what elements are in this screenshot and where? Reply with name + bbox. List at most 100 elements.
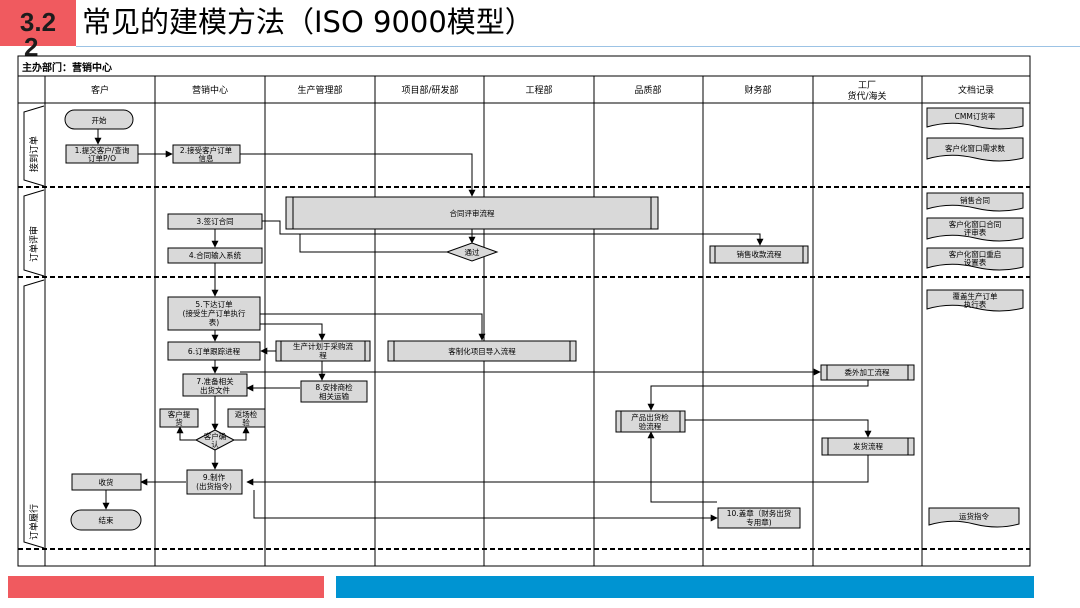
start-terminator: 开始: [64, 109, 134, 130]
svg-text:销售收款流程: 销售收款流程: [737, 249, 782, 259]
svg-text:覆盖生产订单: 覆盖生产订单: [953, 291, 998, 301]
column-header-finance: 财务部: [744, 84, 771, 96]
footer-accent-blue: [336, 576, 1034, 598]
svg-text:程: 程: [319, 351, 327, 360]
doc-restart-settings-form: 客户化窗口重启 设置表: [926, 247, 1024, 271]
svg-text:货: 货: [175, 417, 183, 427]
customer-pickup-box: 客户提 货: [159, 408, 199, 428]
svg-text:4.合同输入系统: 4.合同输入系统: [189, 250, 242, 260]
step-1-submit-order: 1.提交客户/查询 订单P/O: [65, 144, 139, 164]
svg-text:出货文件: 出货文件: [200, 385, 230, 395]
end-terminator: 结束: [70, 509, 142, 531]
step-5-issue-order: 5.下达订单 (接受生产订单执行 表): [167, 296, 261, 331]
svg-text:(出货指令): (出货指令): [196, 481, 232, 491]
svg-text:客户化窗口合同: 客户化窗口合同: [949, 219, 1002, 229]
column-header-customer: 客户: [91, 84, 109, 96]
svg-text:表): 表): [209, 317, 219, 327]
svg-text:10.盖章（财务出货: 10.盖章（财务出货: [727, 508, 792, 518]
step-4-enter-contract: 4.合同输入系统: [167, 247, 263, 264]
svg-text:合同评审流程: 合同评审流程: [450, 208, 495, 218]
step-3-sign-contract: 3.签订合同: [167, 213, 263, 230]
section-number: 3.2: [19, 7, 57, 37]
phase-order-fulfillment: 订单履行: [28, 504, 40, 540]
svg-text:评审表: 评审表: [964, 227, 987, 237]
svg-text:5.下达订单: 5.下达订单: [195, 299, 233, 309]
svg-text:产品出货检: 产品出货检: [631, 412, 669, 422]
svg-text:执行表: 执行表: [964, 299, 987, 309]
receive-goods-box: 收货: [71, 473, 142, 491]
pass-decision: 通过: [445, 242, 499, 262]
svg-text:1.提交客户/查询: 1.提交客户/查询: [75, 145, 130, 155]
svg-text:通过: 通过: [465, 247, 480, 257]
svg-text:开始: 开始: [92, 115, 107, 125]
step-2-receive-order-info: 2.接受客户订单 信息: [172, 144, 241, 164]
shipping-process: 发货流程: [821, 437, 915, 456]
step-9-shipping-order: 9.制作 (出货指令): [186, 469, 243, 495]
production-procurement-process: 生产计划于采购流 程: [275, 340, 371, 362]
svg-text:客户提: 客户提: [168, 409, 191, 419]
customization-import-process: 客制化项目导入流程: [387, 340, 577, 362]
svg-text:(接受生产订单执行: (接受生产订单执行: [183, 308, 246, 318]
page-title: 常见的建模方法（ISO 9000模型）: [82, 5, 534, 39]
customer-confirm-decision: 客户确 认: [194, 429, 236, 451]
phase-receive-order: 接到订单: [28, 136, 40, 172]
svg-text:8.安排商检: 8.安排商检: [315, 382, 353, 392]
column-header-engineering: 工程部: [525, 84, 552, 96]
column-header-documents: 文档记录: [958, 84, 994, 96]
svg-text:认: 认: [211, 439, 219, 449]
doc-shipping-instruction: 运货指令: [928, 507, 1020, 528]
svg-text:验: 验: [242, 417, 250, 427]
svg-text:返场检: 返场检: [235, 409, 258, 419]
footer-accent-red: [8, 576, 324, 598]
outsourcing-process: 委外加工流程: [820, 364, 915, 381]
contract-review-process: 合同评审流程: [285, 196, 659, 230]
svg-text:订单P/O: 订单P/O: [88, 153, 116, 163]
svg-text:相关运输: 相关运输: [319, 391, 349, 401]
svg-text:3.签订合同: 3.签订合同: [196, 216, 233, 226]
svg-text:2.接受客户订单: 2.接受客户订单: [180, 145, 233, 155]
doc-customer-demand: 客户化窗口需求数: [926, 137, 1024, 162]
svg-text:客户化窗口重启: 客户化窗口重启: [949, 249, 1002, 259]
svg-text:6.订单跟踪进程: 6.订单跟踪进程: [188, 346, 241, 356]
step-6-order-tracking: 6.订单跟踪进程: [167, 341, 261, 361]
owner-department-label: 主办部门：营销中心: [22, 61, 112, 74]
svg-text:客制化项目导入流程: 客制化项目导入流程: [448, 346, 516, 356]
svg-text:发货流程: 发货流程: [853, 441, 883, 451]
doc-production-order-form: 覆盖生产订单 执行表: [926, 289, 1024, 312]
title-divider: [76, 46, 1080, 47]
svg-text:委外加工流程: 委外加工流程: [845, 367, 890, 377]
section-number-badge: 3.2 2: [0, 0, 76, 60]
svg-text:生产计划于采购流: 生产计划于采购流: [293, 341, 353, 351]
product-shipping-inspection-process: 产品出货检 验流程: [615, 410, 686, 433]
step-8-arrange-inspection: 8.安排商检 相关运输: [300, 380, 368, 403]
column-header-quality: 品质部: [634, 84, 661, 96]
step-10-finance-stamp: 10.盖章（财务出货 专用章): [717, 507, 801, 529]
phase-order-review: 订单评审: [28, 226, 40, 262]
column-header-factory: 工厂: [858, 80, 876, 91]
svg-text:信息: 信息: [199, 153, 214, 163]
column-header-forwarder-customs: 货代/海关: [847, 90, 886, 102]
svg-text:专用章): 专用章): [746, 517, 771, 527]
section-number-overflow: 2: [24, 32, 39, 62]
column-header-production: 生产管理部: [297, 84, 342, 96]
svg-text:CMM订货率: CMM订货率: [955, 111, 996, 121]
sales-collection-process: 销售收款流程: [709, 245, 809, 264]
svg-text:7.准备相关: 7.准备相关: [196, 376, 234, 386]
doc-cmm-order-rate: CMM订货率: [926, 107, 1024, 130]
column-header-marketing: 营销中心: [192, 84, 228, 96]
svg-text:结束: 结束: [99, 515, 114, 525]
svg-text:设置表: 设置表: [964, 257, 987, 267]
svg-text:销售合同: 销售合同: [960, 195, 990, 205]
svg-text:运货指令: 运货指令: [959, 511, 989, 521]
svg-text:验流程: 验流程: [639, 421, 662, 431]
doc-sales-contract: 销售合同: [926, 192, 1024, 212]
column-header-project-rd: 项目部/研发部: [401, 84, 458, 96]
svg-text:客户化窗口需求数: 客户化窗口需求数: [945, 143, 1005, 153]
step-7-prepare-shipping-docs: 7.准备相关 出货文件: [182, 373, 248, 397]
return-inspection-box: 返场检 验: [227, 408, 266, 428]
svg-text:客户确: 客户确: [204, 431, 227, 441]
svg-text:收货: 收货: [99, 477, 114, 487]
doc-contract-review-form: 客户化窗口合同 评审表: [926, 217, 1024, 242]
svg-text:9.制作: 9.制作: [203, 472, 226, 482]
